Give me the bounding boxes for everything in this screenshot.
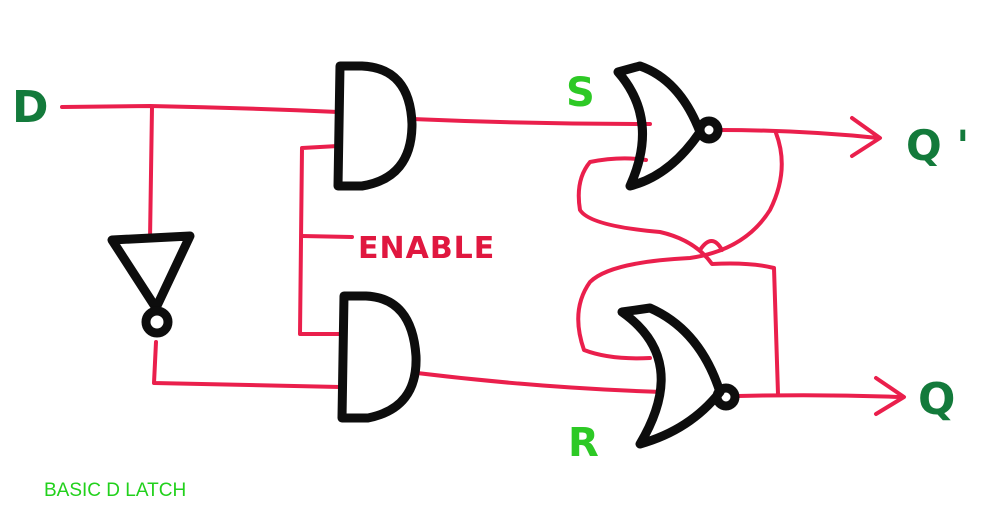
- wire-feedback-q-bar: [576, 131, 784, 361]
- label-output-q-bar: Q ': [906, 121, 969, 170]
- wire-enable-stub: [300, 234, 354, 239]
- nor-gate-1-bubble: [695, 116, 723, 144]
- arrow-q: [874, 376, 906, 416]
- inverter-gate: [107, 231, 195, 313]
- gates: [107, 61, 740, 449]
- and-gate-2: [337, 291, 421, 423]
- diagram-caption: BASIC D LATCH: [44, 480, 187, 501]
- wire-feedback-q: [576, 156, 780, 396]
- wire-r: [415, 371, 664, 394]
- label-set: S: [566, 70, 595, 116]
- wires: [60, 104, 906, 416]
- label-input-d: D: [12, 82, 49, 133]
- arrow-q-bar: [850, 116, 882, 158]
- inverter-bubble: [141, 306, 173, 338]
- nor-gate-1: [613, 61, 705, 191]
- wire-q-bar-out: [718, 128, 880, 140]
- wire-inverter-to-and2: [152, 340, 342, 389]
- nor-gate-2: [617, 303, 725, 449]
- wire-s: [410, 117, 652, 126]
- label-output-q: Q: [918, 374, 955, 425]
- wire-d-to-and1: [60, 104, 340, 114]
- wire-enable-bus: [298, 144, 342, 336]
- nor-gate-2-bubble: [712, 383, 740, 411]
- label-enable: ENABLE: [358, 231, 495, 266]
- wire-crossover: [698, 239, 724, 252]
- wire-q-out: [736, 393, 902, 399]
- wire-d-to-inverter: [148, 105, 154, 242]
- and-gate-1: [333, 61, 417, 191]
- label-reset: R: [568, 420, 599, 466]
- labels: D Q ' Q S R ENABLE: [12, 70, 969, 466]
